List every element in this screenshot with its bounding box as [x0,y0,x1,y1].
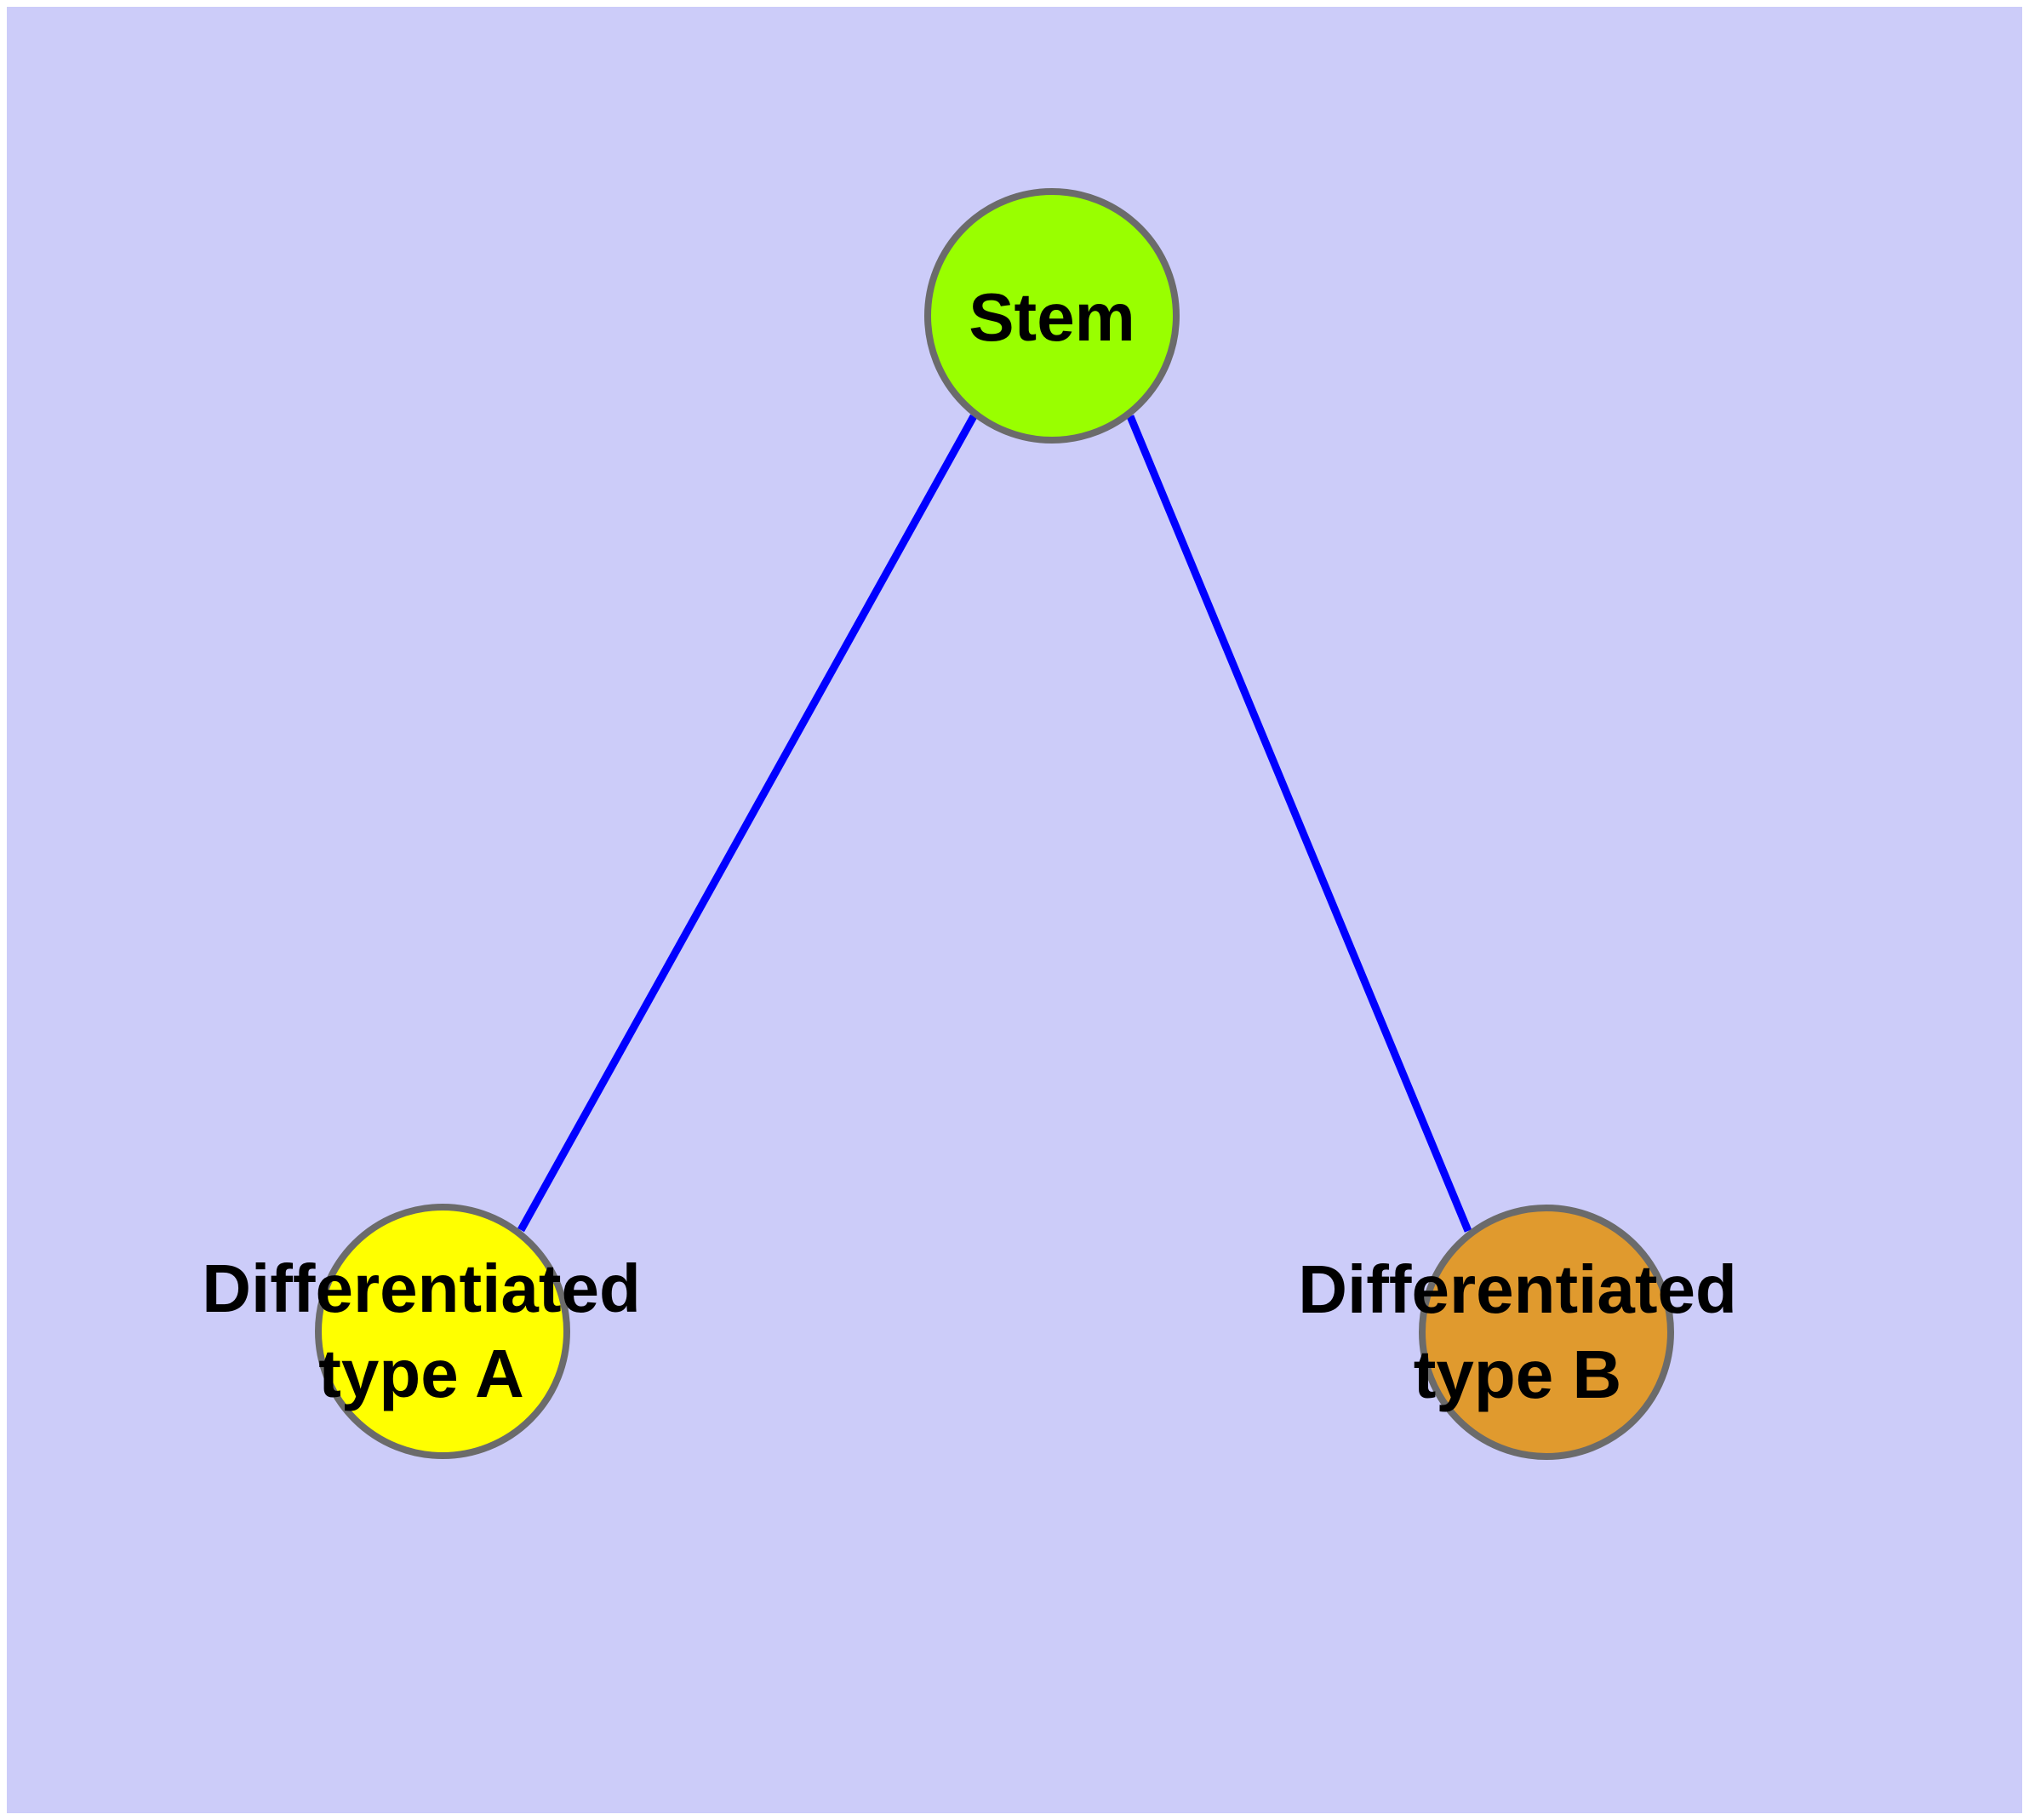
cell-differentiation-graph: Stem Differentiated type A Differentiate… [202,188,1737,1460]
node-diff-a-label-line2: type A [318,1336,524,1411]
node-diff-b-circle[interactable] [1419,1205,1674,1460]
edge-layer [517,414,1472,1233]
node-stem[interactable]: Stem [924,188,1180,444]
node-stem-label: Stem [969,279,1135,355]
node-diff-b-label-line1: Differentiated [1298,1251,1737,1327]
edge-stem-to-diff-a[interactable] [517,414,977,1233]
diagram-plot-area: Stem Differentiated type A Differentiate… [7,7,2022,1813]
node-stem-circle[interactable] [924,188,1180,444]
node-diff-a-circle[interactable] [315,1204,570,1459]
node-diff-a-label-line1: Differentiated [202,1251,641,1326]
node-diff-b-label-line2: type B [1414,1336,1622,1412]
node-diff-a[interactable]: Differentiated type A [202,1204,641,1459]
node-diff-b[interactable]: Differentiated type B [1298,1205,1737,1460]
edge-stem-to-diff-b[interactable] [1126,415,1472,1233]
